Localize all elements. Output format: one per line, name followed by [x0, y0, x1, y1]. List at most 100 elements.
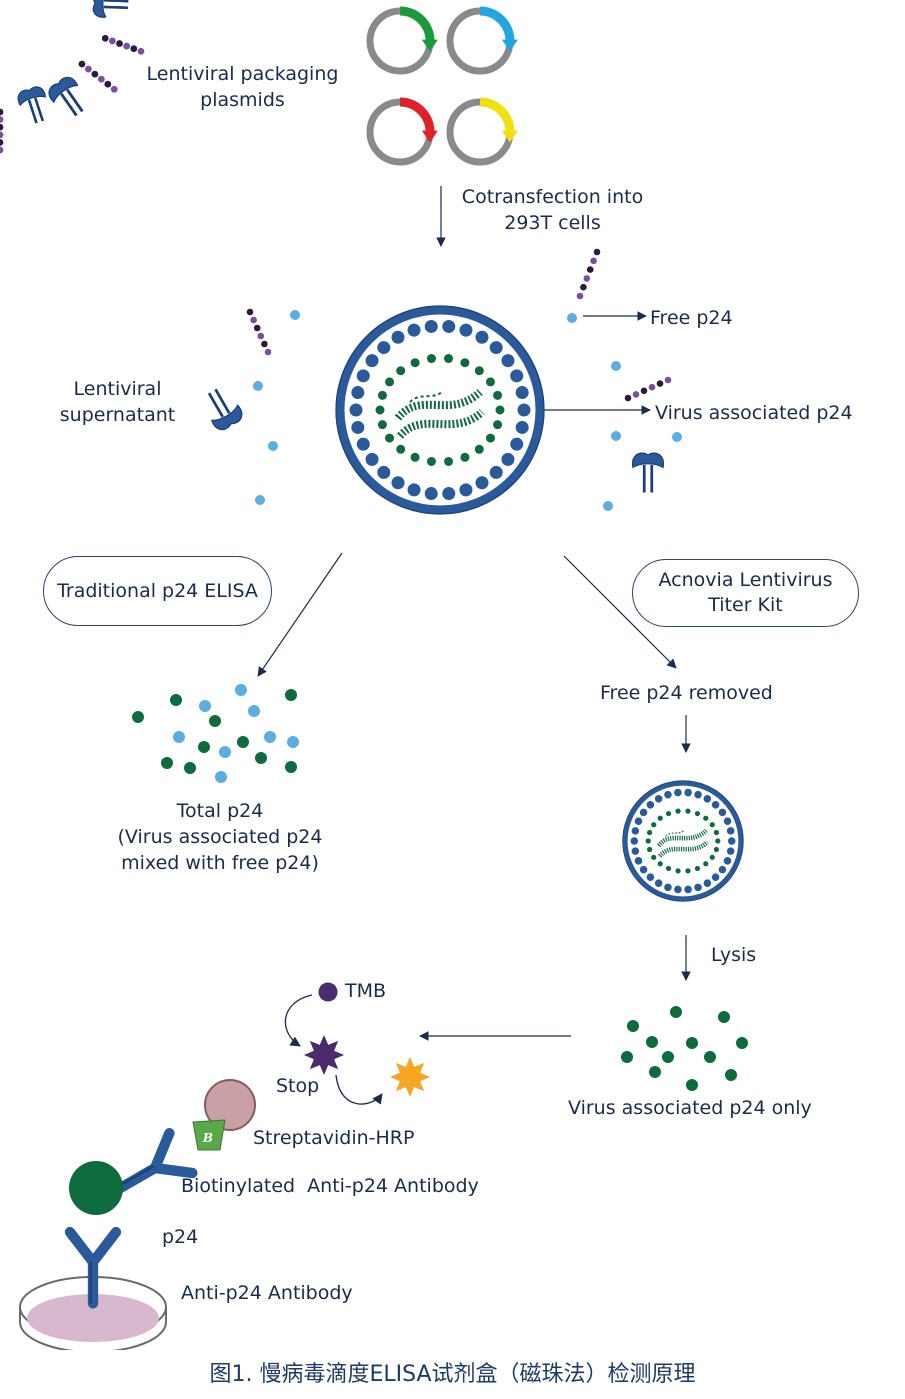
- chain-bead: [250, 316, 257, 324]
- total-line-2: (Virus associated p24: [117, 826, 323, 848]
- virus-only-dot: [621, 1051, 633, 1063]
- surface-chain: [78, 60, 118, 93]
- chain-bead: [109, 37, 116, 45]
- plasmid-insert: [399, 97, 435, 136]
- capsid-p24-dot: [674, 885, 682, 894]
- inner-green-dot: [460, 452, 470, 462]
- free-p24-dot: [253, 381, 263, 391]
- envelope-cap: [48, 76, 79, 104]
- capsid-p24-dot: [726, 847, 735, 855]
- envelope-cap: [210, 404, 243, 431]
- capsid-p24-dot: [639, 865, 648, 874]
- total-blue-dot: [215, 771, 227, 783]
- lentivirus-particle-icon-small: [622, 780, 744, 902]
- plasmid-icon-yellow: [446, 97, 518, 166]
- total-blue-dot: [199, 700, 211, 712]
- inner-green-dot: [460, 358, 470, 368]
- inner-green-dot: [713, 829, 720, 836]
- capsid-p24-dot: [634, 857, 643, 865]
- inner-green-dot: [703, 815, 709, 821]
- inner-green-dot: [493, 420, 503, 430]
- capsid-p24-dot: [703, 795, 712, 803]
- capsid-p24-dot: [442, 487, 456, 501]
- tmb-dot: [318, 982, 338, 1002]
- supernatant-line-2: supernatant: [59, 404, 176, 426]
- capsid-p24-dot: [515, 386, 529, 400]
- capsid-p24-dot: [356, 437, 370, 451]
- surface-chain: [0, 108, 4, 154]
- total-blue-dot: [248, 705, 260, 717]
- inner-green-dot: [709, 822, 715, 828]
- inner-green-dot: [675, 868, 681, 874]
- plasmid-insert: [399, 6, 435, 45]
- free-p24-dot: [567, 313, 577, 323]
- biotinylated-antibody-label: Biotinylated Anti-p24 Antibody: [181, 1175, 479, 1197]
- capsid-p24-dot: [723, 817, 732, 825]
- capsid-p24-dot: [684, 885, 692, 894]
- viral-membrane: [622, 780, 744, 902]
- lentiviral-supernatant-label: Lentiviral supernatant: [45, 376, 190, 428]
- capsid-p24-dot: [723, 857, 732, 865]
- free-p24-dot: [603, 501, 613, 511]
- capsid-p24-dot: [634, 817, 643, 825]
- chain-bead: [0, 123, 4, 131]
- star-icon-stopped: [390, 1057, 430, 1097]
- acnovia-line-2: Titer Kit: [708, 594, 783, 616]
- viral-membrane: [335, 305, 545, 515]
- capsid-p24-dot: [727, 837, 736, 845]
- streptavidin-hrp-label: Streptavidin-HRP: [253, 1127, 415, 1149]
- capsid-p24-dot: [515, 420, 529, 434]
- chain-bead: [264, 348, 272, 356]
- capsid-p24-dot: [377, 465, 391, 479]
- virus-only-dot: [649, 1066, 661, 1078]
- free-p24-dot: [672, 432, 682, 442]
- plasmid-arrowhead: [421, 130, 438, 143]
- traditional-elisa-pill: Traditional p24 ELISA: [43, 556, 272, 626]
- inner-green-dot: [675, 808, 681, 814]
- capsid-p24-dot: [489, 341, 503, 355]
- capsid-p24-dot: [489, 465, 503, 479]
- p24-antigen-icon: [69, 1161, 123, 1215]
- virus-only-dot: [686, 1079, 698, 1091]
- capsid-p24-dot: [391, 330, 405, 344]
- capsid-p24-dot: [377, 341, 391, 355]
- capsid-p24-dot: [475, 330, 489, 344]
- virus-associated-p24-label: Virus associated p24: [655, 402, 853, 424]
- plasmid-icon-red: [366, 97, 438, 166]
- cotransfection-label: Cotransfection into 293T cells: [445, 184, 660, 236]
- chain-bead: [130, 45, 138, 53]
- inner-green-dot: [657, 861, 663, 867]
- total-p24-label: Total p24 (Virus associated p24 mixed wi…: [95, 798, 345, 876]
- capsid-p24-dot: [459, 483, 473, 497]
- plasmid-insert: [479, 6, 515, 45]
- acnovia-line-1: Acnovia Lentivirus: [658, 569, 833, 591]
- inner-green-dot: [410, 452, 420, 462]
- capsid-p24-dot: [718, 808, 727, 817]
- chain-bead: [123, 42, 130, 50]
- envelope-stalk: [214, 388, 231, 414]
- chain-bead: [257, 332, 265, 340]
- capsid-p24-dot: [510, 437, 524, 451]
- capsid-p24-dot: [424, 319, 438, 333]
- inner-green-dot: [651, 822, 657, 828]
- streptavidin-hrp-icon: [204, 1079, 256, 1131]
- chain-bead: [91, 70, 99, 78]
- chain-bead: [0, 108, 4, 116]
- capsid-p24-dot: [407, 483, 421, 497]
- envelope-stalk: [103, 5, 129, 9]
- virus-only-dot: [662, 1051, 674, 1063]
- free-p24-label: Free p24: [650, 307, 733, 329]
- rna-strand-thin: [665, 830, 685, 837]
- free-p24-removed-label: Free p24 removed: [600, 682, 773, 704]
- chain-bead: [583, 275, 591, 282]
- chain-bead: [624, 394, 632, 402]
- biotin-letter: B: [202, 1131, 213, 1145]
- capsid-p24-dot: [684, 788, 692, 797]
- total-blue-dot: [219, 746, 231, 758]
- inner-green-dot: [645, 838, 651, 844]
- antibody-stem: [113, 1162, 161, 1194]
- chain-bead: [137, 48, 145, 55]
- capsid-p24-dot: [351, 386, 365, 400]
- chain-bead: [261, 340, 268, 348]
